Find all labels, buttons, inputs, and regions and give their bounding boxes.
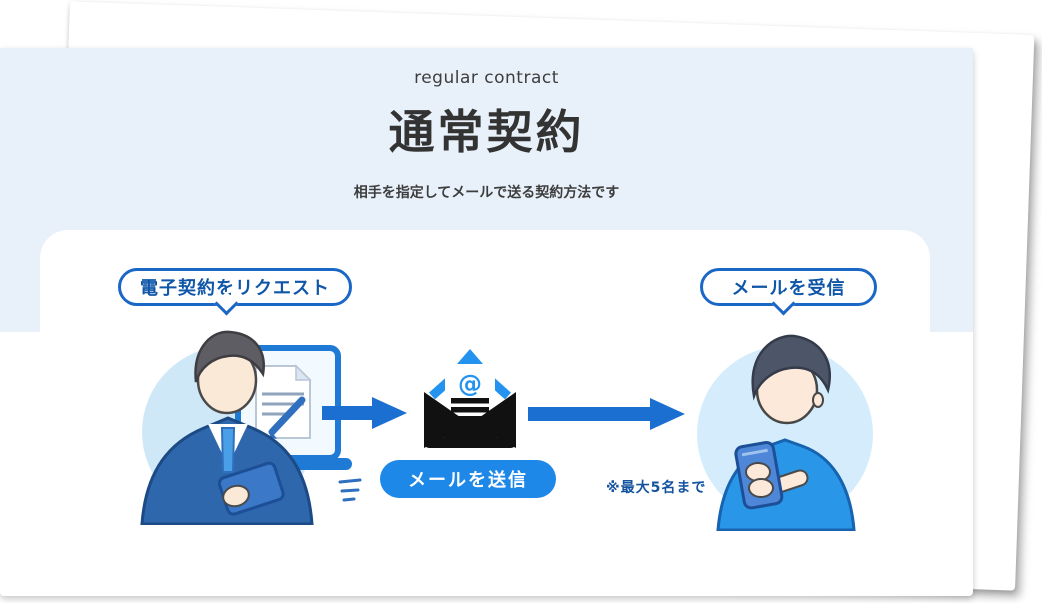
receiver-illustration — [697, 334, 873, 531]
email-icon: @ — [424, 349, 516, 448]
document-icon — [255, 364, 312, 439]
at-symbol: @ — [458, 370, 482, 398]
sender-illustration — [140, 330, 362, 525]
receiver-hand-lower — [748, 478, 774, 498]
max-recipients-note: ※最大5名まで — [606, 480, 707, 496]
page-title: 通常契約 — [388, 105, 585, 159]
sender-hair — [194, 330, 265, 383]
receive-speech-bubble-label: メールを受信 — [731, 278, 846, 299]
receiver-ear — [812, 392, 824, 408]
sender-hand — [222, 484, 250, 508]
receiver-hair — [751, 334, 831, 401]
send-mail-pill-label: メールを送信 — [408, 470, 528, 491]
contract-slide: regular contract 通常契約 相手を指定してメールで送る契約方法で… — [0, 48, 973, 596]
receiver-figure — [716, 334, 856, 531]
flow-arrow-2-shaft — [528, 407, 652, 421]
motion-lines-icon — [338, 478, 362, 502]
page-subtitle: 相手を指定してメールで送る契約方法です — [353, 185, 620, 201]
eyebrow-text: regular contract — [414, 68, 559, 88]
envelope-body — [424, 392, 516, 448]
flow-arrow-2-icon — [650, 398, 685, 430]
request-speech-bubble-label: 電子契約をリクエスト — [140, 278, 330, 299]
send-mail-pill: メールを送信 — [380, 460, 556, 498]
flow-arrow-1-icon — [372, 397, 407, 429]
flow-arrow-1-shaft — [322, 406, 374, 420]
flow-diagram-panel: 電子契約をリクエスト メールを受信 — [40, 230, 930, 582]
businessman-figure — [140, 330, 314, 525]
receive-speech-bubble: メールを受信 — [700, 268, 877, 306]
